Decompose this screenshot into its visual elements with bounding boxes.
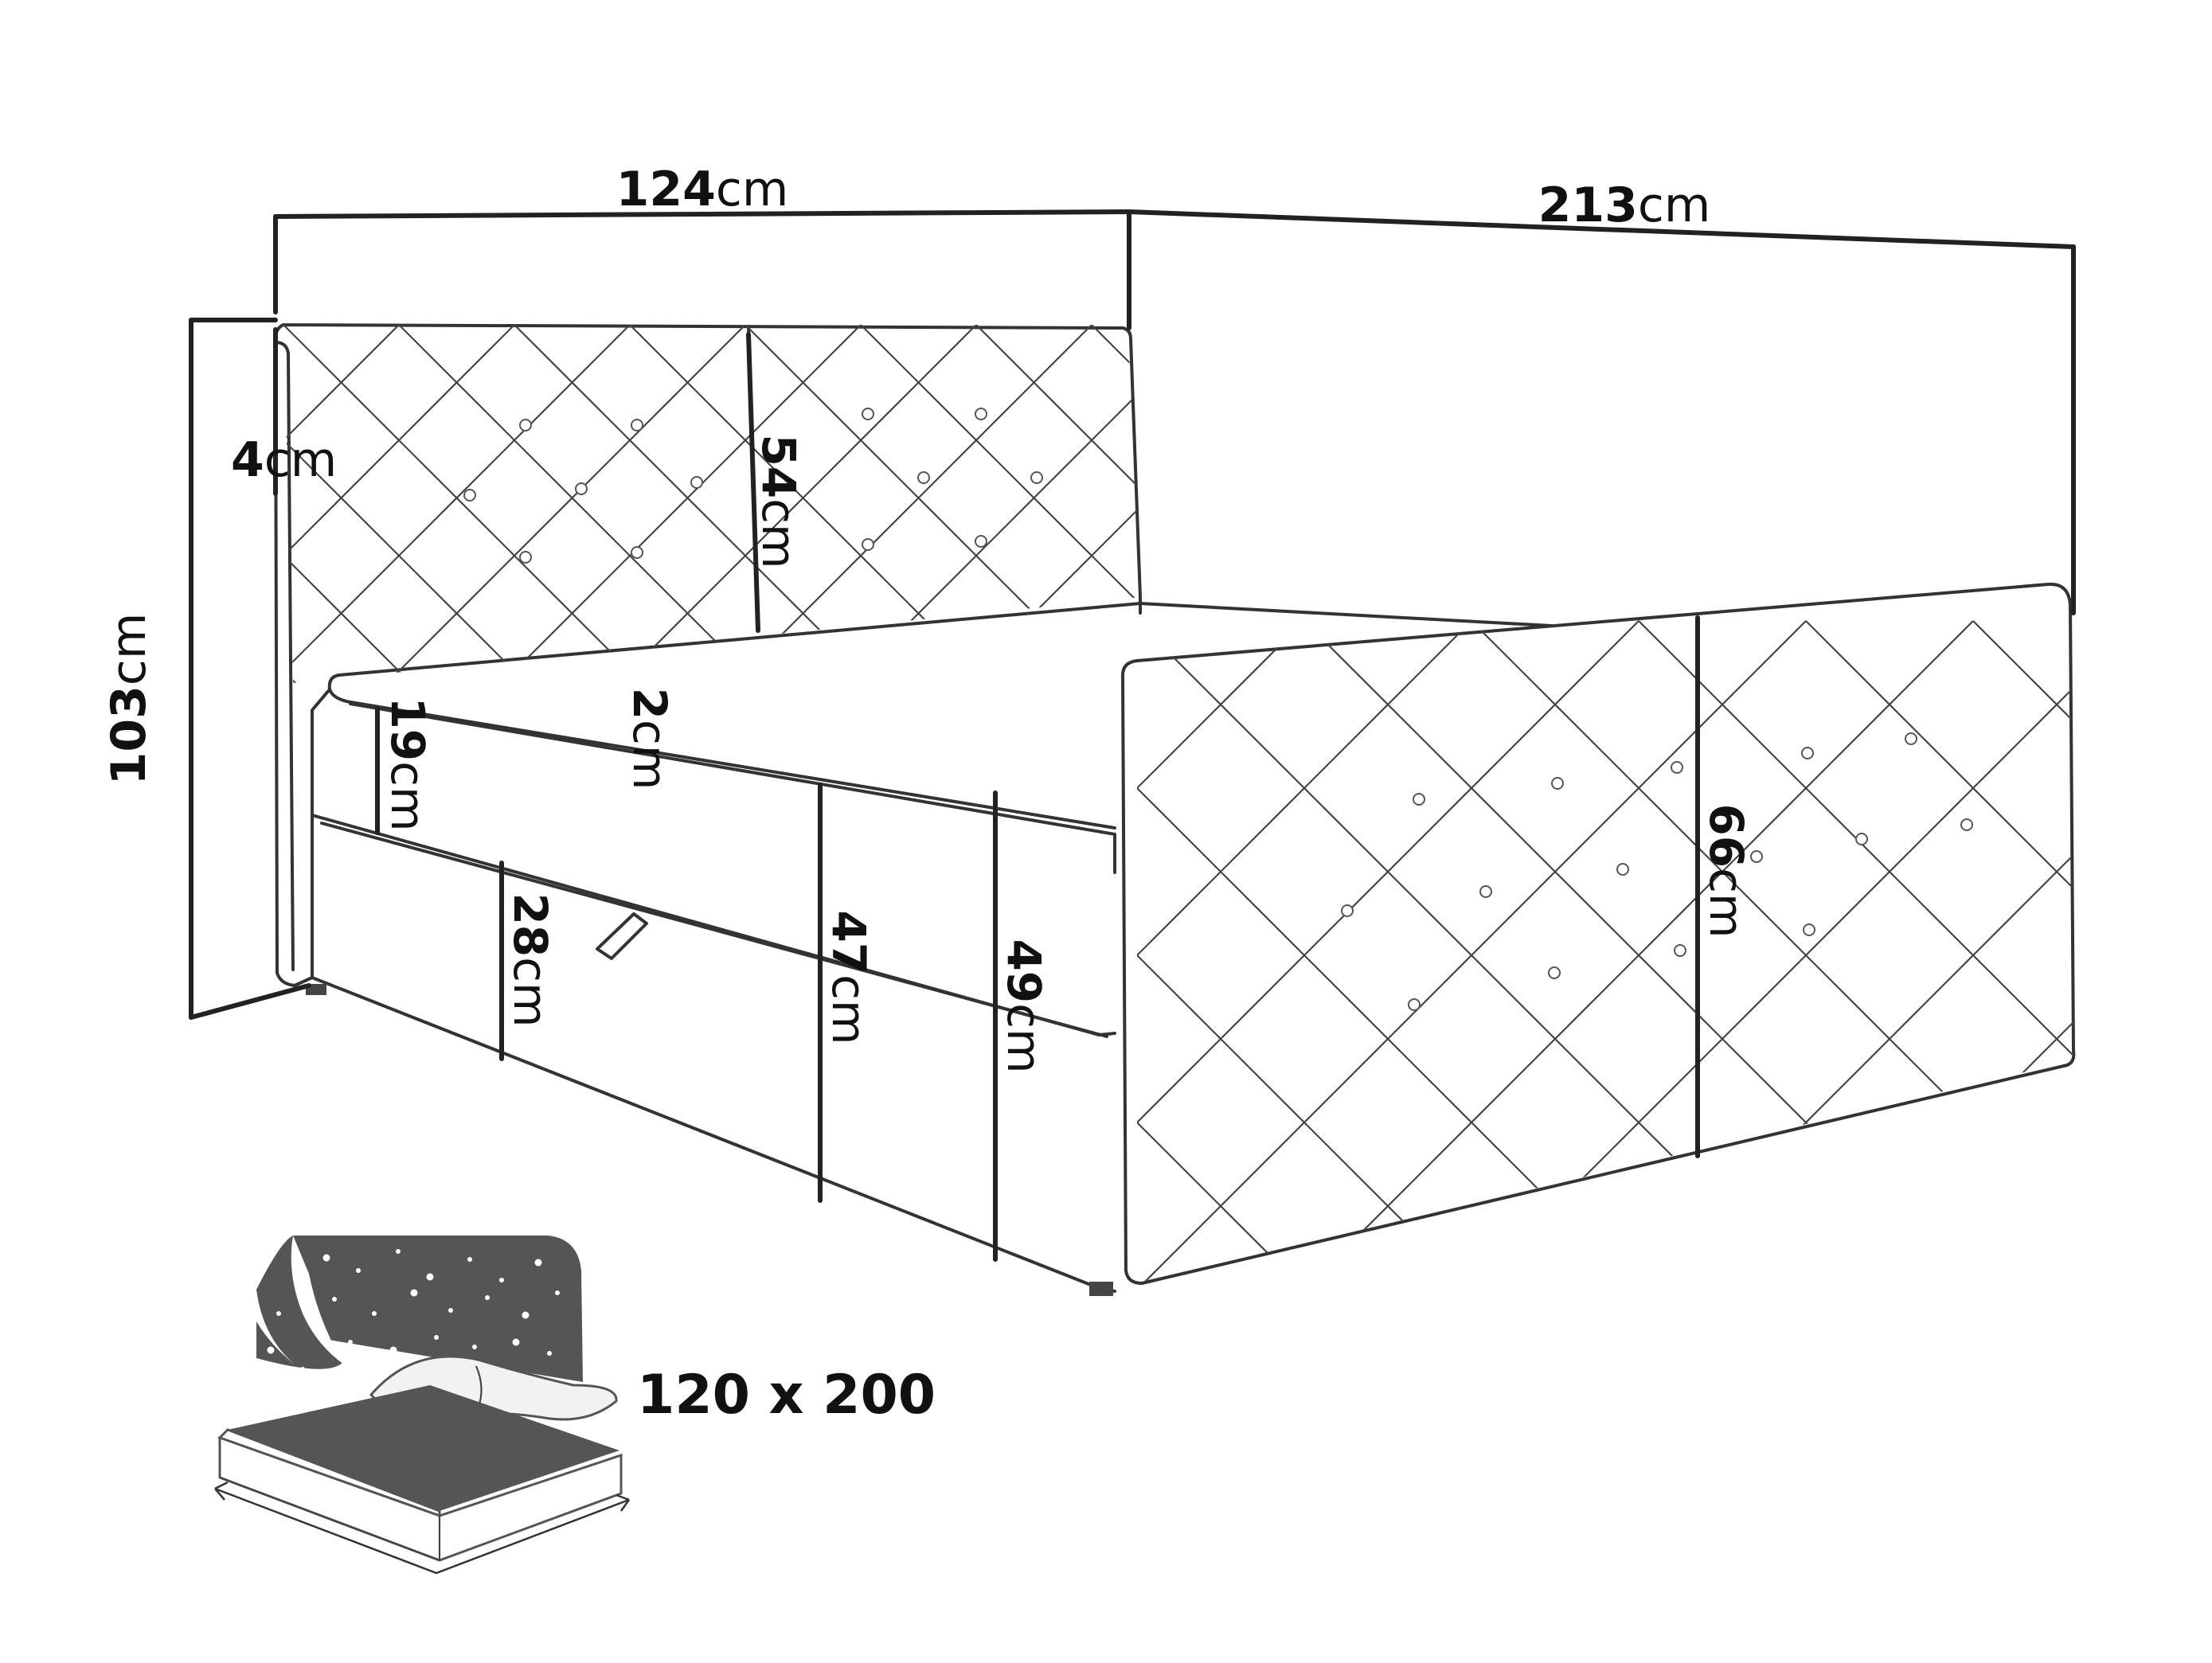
starry-night-bed-icon <box>214 1236 631 1575</box>
bed-foot <box>1089 1282 1113 1296</box>
mattress-label: 19cm <box>381 697 435 831</box>
dimension-labels: 124cm 213cm 4cm 103cm 54cm 2cm 19cm 28cm… <box>101 162 1753 1074</box>
side-panel-label: 66cm <box>1699 803 1753 938</box>
drawer-handle <box>596 912 648 960</box>
headboard-thickness-label: 4cm <box>231 432 337 488</box>
length-label: 213cm <box>1538 178 1711 233</box>
mattress-top <box>327 602 1553 830</box>
seat-label: 47cm <box>822 910 876 1044</box>
box-divider <box>320 822 1108 1038</box>
side-panel <box>1121 582 2076 1285</box>
dimension-lines <box>189 209 2076 1262</box>
seat-topper-label: 49cm <box>997 939 1051 1073</box>
headboard-quilting <box>283 325 1142 683</box>
side-panel-quilting <box>1137 620 2073 1283</box>
headboard-height-label: 54cm <box>752 434 806 568</box>
headboard <box>274 323 1142 987</box>
topper-label: 2cm <box>623 688 677 791</box>
width-label: 124cm <box>616 162 789 217</box>
topper-edge <box>349 702 1116 874</box>
base-label: 28cm <box>503 892 557 1027</box>
height-label: 103cm <box>101 613 157 786</box>
mattress-size-label: 120 x 200 <box>637 1364 936 1427</box>
